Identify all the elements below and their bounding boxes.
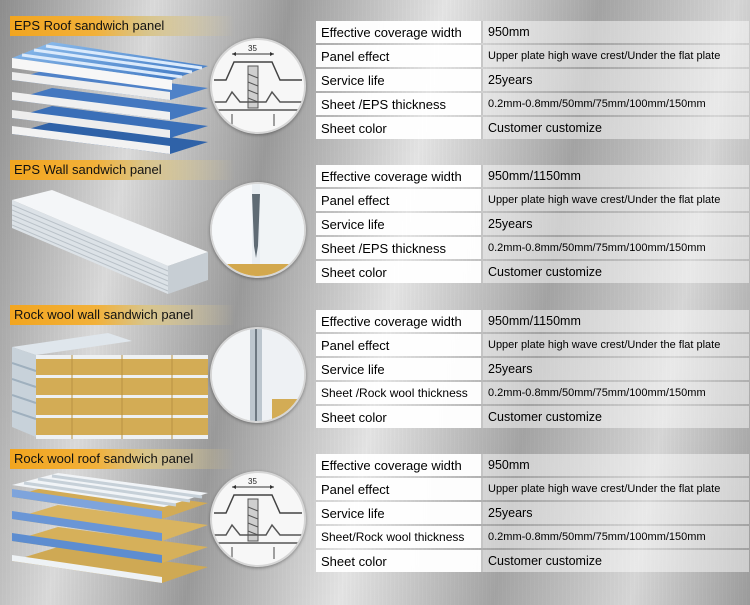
- section-title: EPS Wall sandwich panel: [14, 162, 162, 177]
- section-title: EPS Roof sandwich panel: [14, 18, 165, 33]
- spec-label: Panel effect: [316, 189, 483, 211]
- spec-value: 950mm: [483, 454, 749, 476]
- section-title-band: Rock wool wall sandwich panel: [10, 305, 235, 325]
- spec-label: Effective coverage width: [316, 165, 483, 187]
- wall-joint-detail-icon: [210, 327, 306, 423]
- spec-label: Panel effect: [316, 334, 483, 356]
- spec-label: Panel effect: [316, 478, 483, 500]
- rockwool-wall-panel-section: Rock wool wall sandwich panel: [0, 305, 750, 447]
- roof-profile-detail-icon: 35: [210, 471, 306, 567]
- dimension-label: 35: [248, 44, 257, 53]
- spec-label: Sheet /Rock wool thickness: [316, 382, 483, 404]
- spec-label: Effective coverage width: [316, 21, 483, 43]
- spec-label: Sheet color: [316, 261, 483, 283]
- eps-wall-panel-image: [12, 182, 208, 298]
- spec-label: Service life: [316, 213, 483, 235]
- section-title: Rock wool roof sandwich panel: [14, 451, 194, 466]
- section-title-band: EPS Wall sandwich panel: [10, 160, 235, 180]
- spec-label: Sheet color: [316, 406, 483, 428]
- roof-profile-detail-icon: 35: [210, 38, 306, 134]
- spec-value: Customer customize: [483, 550, 749, 572]
- spec-value: 950mm/1150mm: [483, 165, 749, 187]
- spec-value: 25years: [483, 69, 749, 91]
- spec-value: Customer customize: [483, 406, 749, 428]
- spec-value: Upper plate high wave crest/Under the fl…: [483, 478, 749, 500]
- spec-label: Service life: [316, 502, 483, 524]
- eps-roof-panel-section: EPS Roof sandwich panel: [0, 16, 750, 158]
- spec-value: 950mm: [483, 21, 749, 43]
- eps-wall-panel-section: EPS Wall sandwich panel Effective covera…: [0, 160, 750, 302]
- rockwool-roof-panel-section: Rock wool roof sandwich panel 35: [0, 449, 750, 591]
- spec-value: Customer customize: [483, 261, 749, 283]
- eps-roof-panel-image: [12, 38, 208, 154]
- spec-value: Upper plate high wave crest/Under the fl…: [483, 334, 749, 356]
- spec-value: 25years: [483, 502, 749, 524]
- spec-label: Sheet/Rock wool thickness: [316, 526, 483, 548]
- spec-label: Sheet color: [316, 117, 483, 139]
- spec-value: 0.2mm-0.8mm/50mm/75mm/100mm/150mm: [483, 93, 749, 115]
- section-title-band: Rock wool roof sandwich panel: [10, 449, 235, 469]
- spec-value: Upper plate high wave crest/Under the fl…: [483, 45, 749, 67]
- spec-value: Customer customize: [483, 117, 749, 139]
- spec-label: Sheet /EPS thickness: [316, 93, 483, 115]
- spec-value: 0.2mm-0.8mm/50mm/75mm/100mm/150mm: [483, 382, 749, 404]
- spec-label: Panel effect: [316, 45, 483, 67]
- dimension-label: 35: [248, 477, 257, 486]
- spec-label: Effective coverage width: [316, 310, 483, 332]
- spec-value: 25years: [483, 213, 749, 235]
- wall-joint-detail-icon: [210, 182, 306, 278]
- spec-value: 950mm/1150mm: [483, 310, 749, 332]
- spec-value: Upper plate high wave crest/Under the fl…: [483, 189, 749, 211]
- spec-value: 0.2mm-0.8mm/50mm/75mm/100mm/150mm: [483, 237, 749, 259]
- spec-label: Service life: [316, 358, 483, 380]
- spec-label: Sheet color: [316, 550, 483, 572]
- spec-label: Service life: [316, 69, 483, 91]
- rockwool-roof-panel-image: [12, 471, 208, 587]
- rockwool-wall-panel-image: [12, 327, 208, 443]
- spec-label: Effective coverage width: [316, 454, 483, 476]
- section-title: Rock wool wall sandwich panel: [14, 307, 194, 322]
- spec-label: Sheet /EPS thickness: [316, 237, 483, 259]
- spec-value: 0.2mm-0.8mm/50mm/75mm/100mm/150mm: [483, 526, 749, 548]
- spec-value: 25years: [483, 358, 749, 380]
- section-title-band: EPS Roof sandwich panel: [10, 16, 235, 36]
